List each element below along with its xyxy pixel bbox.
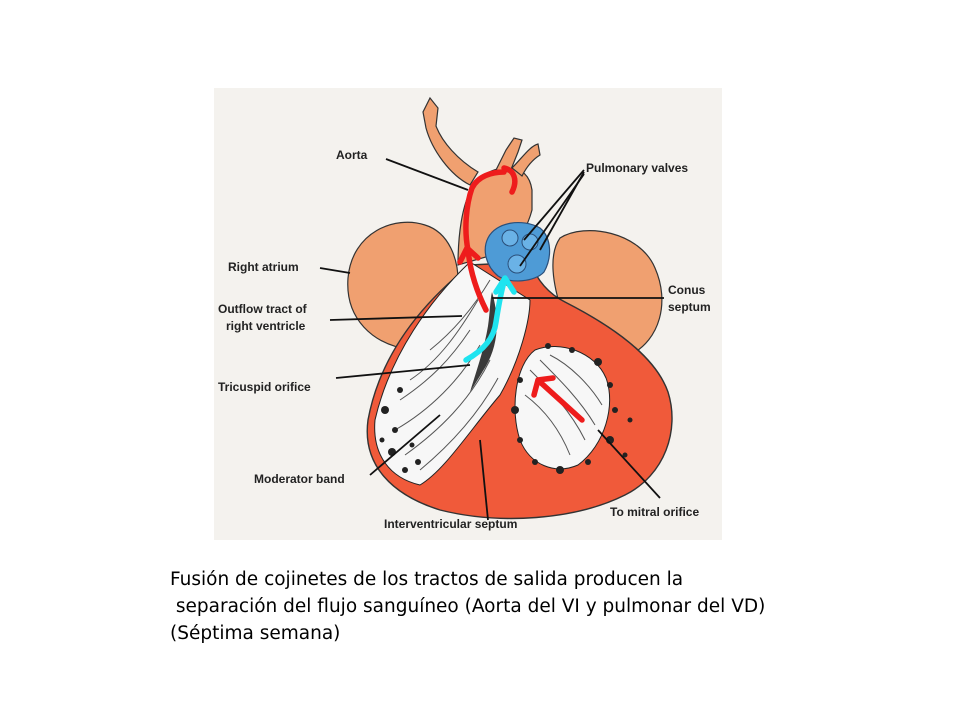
label-conus-septum-line2: septum [668, 300, 711, 314]
leader-lines [319, 158, 664, 521]
label-right-atrium: Right atrium [228, 260, 299, 274]
label-mitral-orifice: To mitral orifice [610, 505, 699, 519]
label-tricuspid-orifice: Tricuspid orifice [218, 380, 311, 394]
pulmonary-valve-cusp [507, 254, 527, 274]
label-moderator-band: Moderator band [254, 472, 345, 486]
label-outflow-tract-line2: right ventricle [226, 319, 306, 333]
mitral-flow-arrow [531, 375, 585, 423]
label-pulmonary-valves: Pulmonary valves [586, 161, 688, 175]
conus-septum [470, 292, 497, 392]
caption: Fusión de cojinetes de los tractos de sa… [170, 566, 765, 647]
pulmonary-valve-cusp [501, 229, 519, 247]
label-aorta: Aorta [336, 148, 368, 162]
pulmonary-flow-arrow [463, 275, 517, 363]
left-ventricle-cavity [514, 346, 611, 470]
label-interventricular-septum: Interventricular septum [384, 517, 517, 531]
lv-wall-texture [511, 343, 633, 474]
caption-line-2: separación del flujo sanguíneo (Aorta de… [170, 596, 766, 617]
label-conus-septum-line1: Conus [668, 283, 706, 297]
aortic-branches [422, 96, 541, 186]
label-outflow-tract-line1: Outflow tract of [218, 302, 308, 316]
caption-line-1: Fusión de cojinetes de los tractos de sa… [170, 569, 684, 590]
caption-line-3: (Séptima semana) [170, 623, 341, 644]
aortic-flow-arrow [457, 165, 518, 313]
